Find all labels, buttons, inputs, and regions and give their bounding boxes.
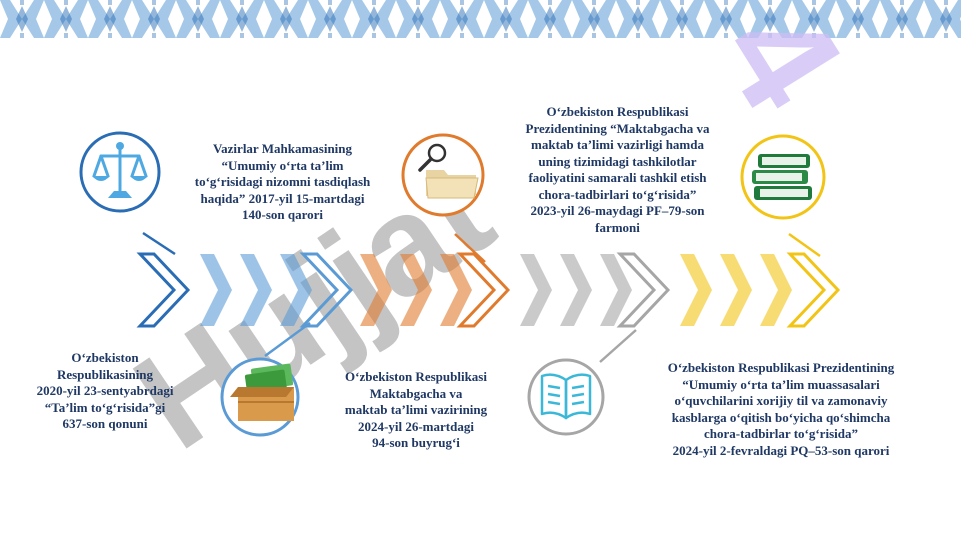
chevron-marker	[786, 252, 841, 328]
text-line: Prezidentining “Maktabgacha va	[525, 120, 710, 136]
connectors	[142, 231, 821, 363]
text-line: o‘quvchilarini xorijiy til va zamonaviy	[674, 393, 888, 408]
text-line: uning tizimidagi tashkilotlar	[538, 153, 697, 169]
text-line: to‘g‘risidagi nizomni tasdiqlash	[194, 174, 371, 189]
chevron-arrow	[400, 254, 432, 326]
chevron-arrow	[240, 254, 272, 326]
book-stack-icon	[740, 134, 826, 220]
chevron-arrow	[600, 254, 632, 326]
text-line: “Umumiy o‘rta ta’lim	[221, 157, 344, 173]
chevron-marker	[456, 252, 511, 328]
chevron-arrow	[720, 254, 752, 326]
open-book-icon	[527, 358, 605, 436]
text-line: 2023-yil 26-maydagi PF–79-son	[530, 203, 705, 218]
connector-resolution-2024	[788, 232, 821, 258]
text-line: 140-son qarori	[241, 207, 323, 222]
chevron-arrow	[280, 254, 312, 326]
milestone-resolution-2024: O‘zbekiston Respublikasi Prezidentining …	[652, 360, 910, 459]
text-line: chora-tadbirlari to‘g‘risida”	[538, 186, 697, 202]
text-line: maktab ta’limi vazirining	[344, 402, 488, 417]
text-line: Respublikasining	[56, 366, 154, 382]
connector-cabinet-2017	[264, 321, 311, 358]
text-line: Maktabgacha va	[369, 385, 463, 401]
ikat-pattern-band	[0, 0, 961, 38]
chevron-marker	[616, 252, 671, 328]
text-line: faoliyatini samarali tashkil etish	[528, 170, 707, 185]
chevron-arrow	[760, 254, 792, 326]
text-line: O‘zbekiston Respublikasi	[345, 369, 487, 384]
folder-search-icon	[401, 133, 485, 217]
text-line: “Umumiy o‘rta ta’lim muassasalari	[682, 376, 880, 392]
chevron-arrow	[440, 254, 472, 326]
milestone-law-2020: O‘zbekiston Respublikasining 2020-yil 23…	[20, 350, 190, 433]
connector-minister-order	[454, 233, 486, 263]
chevron-arrow	[200, 254, 232, 326]
scales-of-justice-icon	[79, 131, 161, 213]
text-line: “Ta’lim to‘g‘risida”gi	[44, 399, 166, 415]
text-line: haqida” 2017-yil 15-martdagi	[200, 190, 365, 206]
text-line: 2024-yil 2-fevraldagi PQ–53-son qarori	[672, 442, 890, 458]
text-line: maktab ta’limi vazirligi hamda	[531, 137, 704, 152]
connector-law-2020	[142, 231, 176, 256]
text-line: 2020-yil 23-sentyabrdagi	[36, 383, 174, 398]
chevron-arrow	[680, 254, 712, 326]
text-line: O‘zbekiston	[71, 350, 139, 365]
chevron-marker	[299, 252, 354, 328]
connector-decree-2023	[599, 329, 637, 363]
text-line: 637-son qonuni	[62, 416, 148, 431]
chevron-arrow	[360, 254, 392, 326]
milestone-decree-2023: O‘zbekiston Respublikasi Prezidentining …	[505, 104, 730, 236]
text-line: 94-son buyrug‘i	[372, 435, 460, 450]
milestone-cabinet-2017: Vazirlar Mahkamasining “Umumiy o‘rta ta’…	[180, 141, 385, 224]
open-box-icon	[220, 357, 300, 437]
text-line: Vazirlar Mahkamasining	[212, 141, 353, 156]
text-line: O‘zbekiston Respublikasi Prezidentining	[667, 360, 895, 375]
milestone-minister-order-2024: O‘zbekiston Respublikasi Maktabgacha va …	[330, 369, 502, 452]
text-line: chora-tadbirlar to‘g‘risida”	[704, 426, 858, 441]
text-line: farmoni	[595, 219, 640, 235]
text-line: 2024-yil 26-martdagi	[358, 418, 474, 434]
chevron-marker	[136, 252, 191, 328]
chevron-arrow	[520, 254, 552, 326]
text-line: O‘zbekiston Respublikasi	[546, 104, 689, 119]
chevron-arrow-row	[136, 252, 841, 328]
chevron-arrow	[560, 254, 592, 326]
text-line: kasblarga o‘qitish bo‘yicha qo‘shimcha	[671, 409, 891, 425]
